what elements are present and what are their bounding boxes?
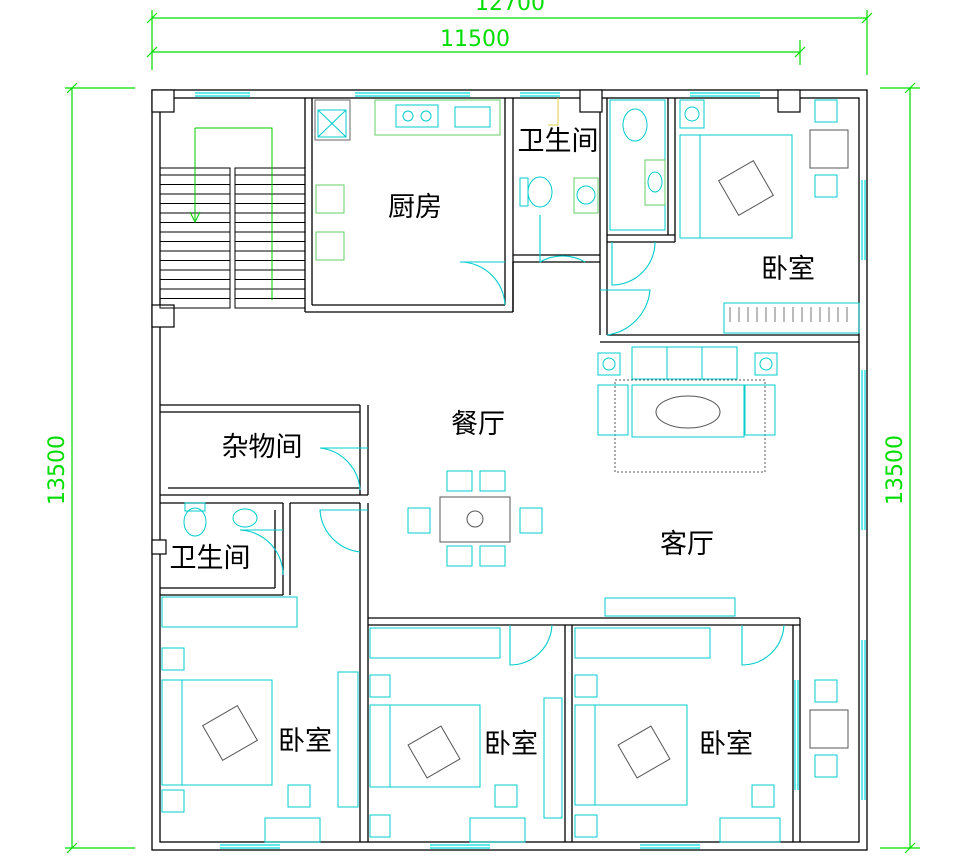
bedroom-top-right-furniture (679, 99, 860, 334)
living-room-furniture (597, 346, 778, 617)
room-label-bathroom-top: 卫生间 (518, 126, 599, 157)
bedroom-bottom-middle-furniture (369, 627, 563, 843)
dining-table (407, 470, 543, 567)
bedroom-bottom-right-furniture (574, 627, 849, 843)
doors (239, 215, 785, 666)
dimension-right: 13500 (883, 435, 908, 505)
dimension-top-outer: 12700 (475, 0, 545, 16)
pillars (151, 89, 801, 555)
room-label-dining: 餐厅 (451, 409, 505, 440)
bedroom-mid-door-icon (509, 624, 553, 666)
bedroom-top-door-icon (600, 289, 651, 336)
bath-inner-door-icon (611, 241, 656, 286)
room-label-storage: 杂物间 (222, 432, 303, 463)
storage-door-icon (319, 447, 368, 491)
dimension-left: 13500 (45, 435, 70, 505)
bathroom-top-door-icon (539, 215, 586, 263)
bathroom-left-fixtures (183, 502, 258, 537)
kitchen-fixtures (314, 99, 501, 261)
dining-side-door-icon (319, 509, 368, 553)
room-label-living: 客厅 (660, 529, 714, 560)
bedroom-bottom-left-furniture (161, 596, 359, 843)
bedroom-right-door-icon (741, 624, 785, 666)
dimension-top-inner: 11500 (440, 27, 510, 52)
kitchen-door-icon (459, 261, 506, 306)
room-label-bathroom-left: 卫生间 (170, 543, 251, 574)
room-label-kitchen: 厨房 (388, 192, 442, 223)
dimension-lines (65, 10, 920, 854)
room-label-bedroom-bottom-left: 卧室 (278, 726, 332, 757)
room-label-bedroom-bottom-middle: 卧室 (484, 729, 538, 760)
room-label-bedroom-top-right: 卧室 (761, 254, 815, 285)
room-label-bedroom-bottom-right: 卧室 (699, 729, 753, 760)
bath-left-door-icon (239, 529, 284, 576)
bathroom-top-fixtures (519, 98, 666, 231)
staircase (159, 127, 306, 309)
windows (195, 92, 866, 849)
